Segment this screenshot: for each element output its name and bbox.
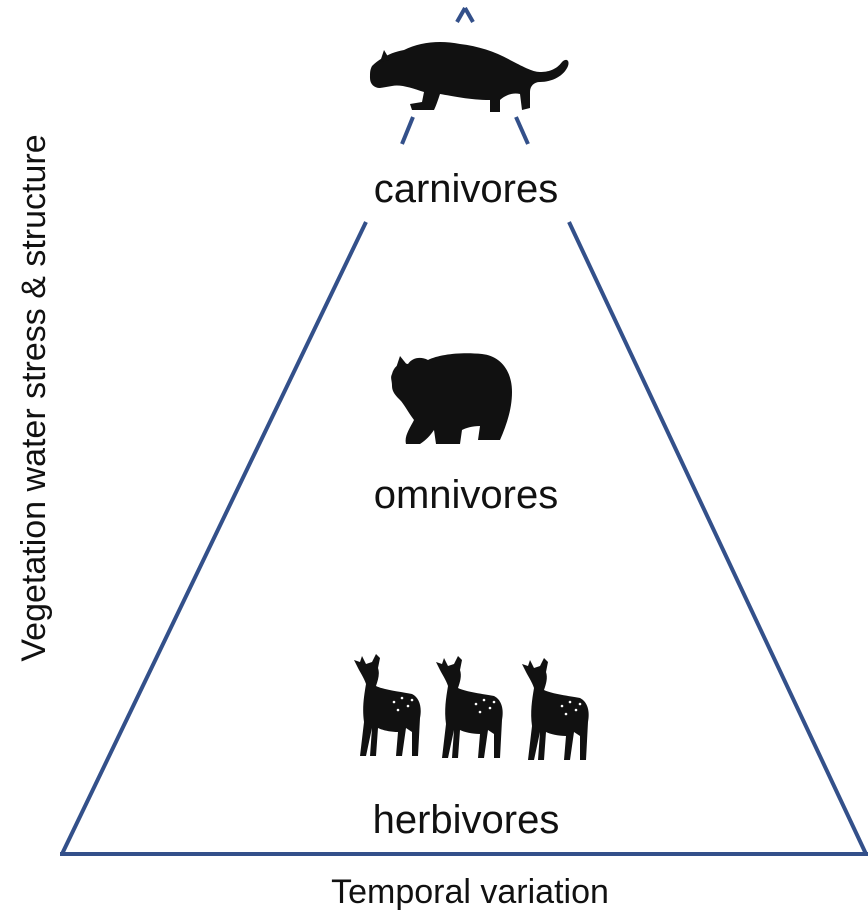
pyramid-upper-left-segment [402,117,413,144]
level-label-herbivores: herbivores [373,798,560,842]
pyramid-left-side [62,222,366,854]
deer-icon-group [354,654,589,760]
pyramid-apex-right [465,8,473,22]
level-label-omnivores: omnivores [374,473,559,517]
pyramid-right-side [569,222,866,854]
y-axis-label: Vegetation water stress & structure [15,134,53,661]
deer-icon [436,656,503,758]
pyramid-apex-left [457,8,465,22]
x-axis-label: Temporal variation [331,873,609,911]
deer-icon [354,654,421,756]
bear-icon [391,353,512,444]
level-label-carnivores: carnivores [374,167,559,211]
deer-icon [522,658,589,760]
panther-icon [370,42,569,112]
pyramid-upper-right-segment [516,117,528,144]
